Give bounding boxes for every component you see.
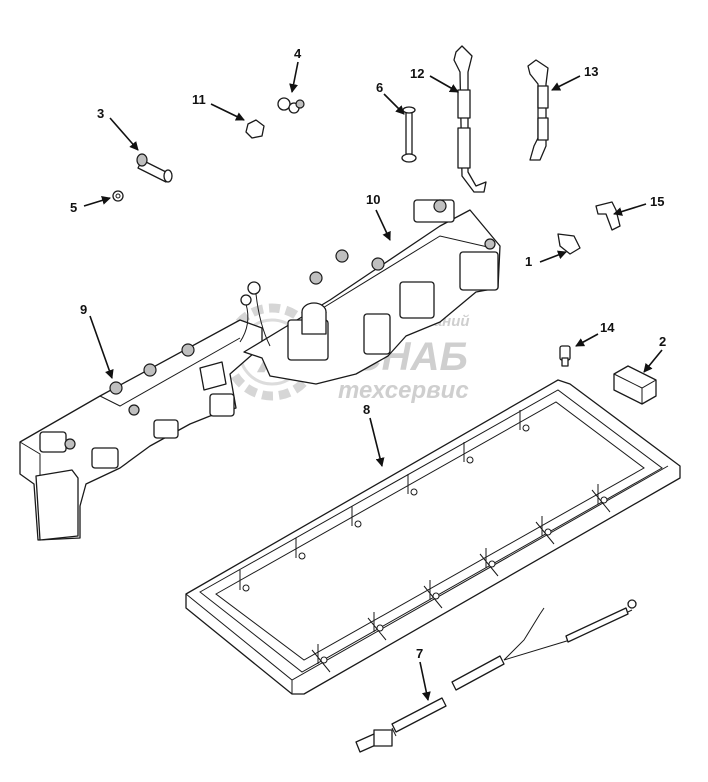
part-5-nut	[112, 190, 124, 202]
part-4-fitting	[277, 97, 305, 114]
part-front-housing	[19, 294, 263, 541]
callout-leaders	[83, 61, 663, 701]
callout-label-2: 2	[659, 334, 666, 349]
callout-label-8: 8	[363, 402, 370, 417]
part-15-bracket	[595, 201, 621, 231]
callout-label-6: 6	[376, 80, 383, 95]
part-3-sensor	[136, 153, 173, 183]
callout-label-7: 7	[416, 646, 423, 661]
part-base-frame	[185, 379, 681, 695]
callout-label-13: 13	[584, 64, 598, 79]
callout-label-3: 3	[97, 106, 104, 121]
callout-label-14: 14	[600, 320, 615, 335]
part-2-block	[613, 365, 657, 405]
part-wiring-harness	[355, 599, 637, 753]
watermark-sub-text: техсервис	[338, 377, 469, 404]
part-14-screw	[559, 345, 571, 367]
part-6-bolt	[401, 106, 417, 163]
part-11-fitting	[245, 119, 265, 139]
callout-label-1: 1	[525, 254, 532, 269]
callout-label-10: 10	[366, 192, 380, 207]
part-rear-housing	[243, 199, 501, 385]
part-12-tube	[453, 45, 487, 193]
callout-label-11: 11	[192, 92, 206, 107]
callout-label-4: 4	[294, 46, 302, 61]
callout-label-15: 15	[650, 194, 664, 209]
callout-label-12: 12	[410, 66, 424, 81]
part-13-tube	[527, 59, 549, 161]
callout-labels: 1 2 3 4 5 6 7 8 9 10 11 12 13 14 15	[70, 46, 666, 661]
part-1-clip	[557, 233, 581, 255]
callout-label-9: 9	[80, 302, 87, 317]
callout-label-5: 5	[70, 200, 77, 215]
